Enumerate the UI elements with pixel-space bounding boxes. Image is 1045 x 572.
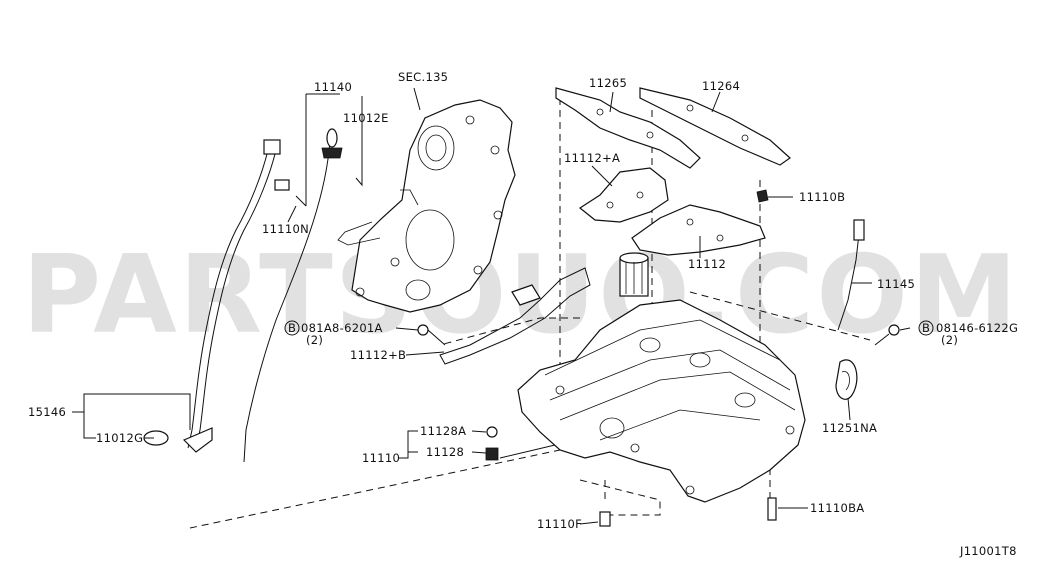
bolt-b-circle-right [918, 320, 934, 336]
baffle-11112 [631, 204, 766, 256]
part-labels: 11140 11012E SEC.135 11265 11264 11112+A… [28, 70, 1018, 558]
label-11112A[interactable]: 11112+A [564, 151, 620, 165]
label-11251NA[interactable]: 11251NA [822, 421, 877, 435]
bolt-b-letter-left: B [288, 321, 296, 335]
baffle-11112A [578, 167, 669, 223]
label-15146[interactable]: 15146 [28, 405, 66, 419]
dipstick-11145 [837, 219, 865, 331]
oil-pipe [439, 267, 591, 365]
label-11110[interactable]: 11110 [362, 451, 400, 465]
dipstick [243, 128, 343, 463]
diagram-id: J11001T8 [959, 544, 1017, 558]
label-bolt-08146[interactable]: 08146-6122G [936, 321, 1018, 335]
label-sec135[interactable]: SEC.135 [398, 70, 448, 84]
label-11110F[interactable]: 11110F [537, 517, 582, 531]
label-11264[interactable]: 11264 [702, 79, 740, 93]
label-11265[interactable]: 11265 [589, 76, 627, 90]
lower-cylinder-block [517, 299, 806, 503]
label-11128A[interactable]: 11128A [420, 424, 466, 438]
timing-cover [337, 99, 516, 313]
oil-strainer-filter [619, 252, 649, 297]
label-11110B[interactable]: 11110B [799, 190, 845, 204]
bolt-b-circle-left [284, 320, 300, 336]
label-11110BA[interactable]: 11110BA [810, 501, 864, 515]
gasket-11265 [555, 87, 701, 169]
label-bolt-081A8-qty: (2) [306, 333, 323, 347]
label-11012G[interactable]: 11012G [96, 431, 143, 445]
label-bolt-081A8[interactable]: 081A8-6201A [301, 321, 383, 335]
rear-oil-seal [835, 359, 858, 400]
leader-lines [72, 87, 911, 525]
dipstick-tube [182, 139, 290, 453]
label-11128[interactable]: 11128 [426, 445, 464, 459]
label-bolt-08146-qty: (2) [941, 333, 958, 347]
hardware [143, 189, 900, 527]
bolt-b-letter-right: B [922, 321, 930, 335]
gasket-11264 [639, 87, 791, 166]
label-11110N[interactable]: 11110N [262, 222, 309, 236]
label-11145[interactable]: 11145 [877, 277, 915, 291]
label-11012E[interactable]: 11012E [343, 111, 389, 125]
label-11140[interactable]: 11140 [314, 80, 352, 94]
label-11112[interactable]: 11112 [688, 257, 726, 271]
label-11112B[interactable]: 11112+B [350, 348, 406, 362]
